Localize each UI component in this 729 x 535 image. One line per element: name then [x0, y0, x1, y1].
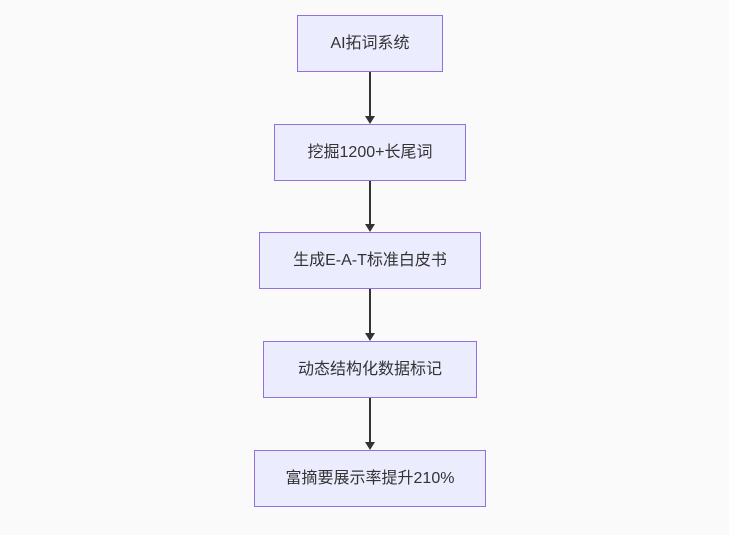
arrow-down-icon [365, 289, 375, 341]
flowchart-node-rich-snippet-result: 富摘要展示率提升210% [254, 450, 486, 507]
arrow-down-icon [365, 398, 375, 450]
flowchart-node-ai-word-expansion: AI拓词系统 [297, 15, 443, 72]
arrow-down-icon [365, 181, 375, 232]
flowchart-node-structured-data: 动态结构化数据标记 [263, 341, 477, 398]
flowchart-node-eat-whitepaper: 生成E-A-T标准白皮书 [259, 232, 481, 289]
flowchart-node-longtail-mining: 挖掘1200+长尾词 [274, 124, 466, 181]
arrow-down-icon [365, 72, 375, 124]
